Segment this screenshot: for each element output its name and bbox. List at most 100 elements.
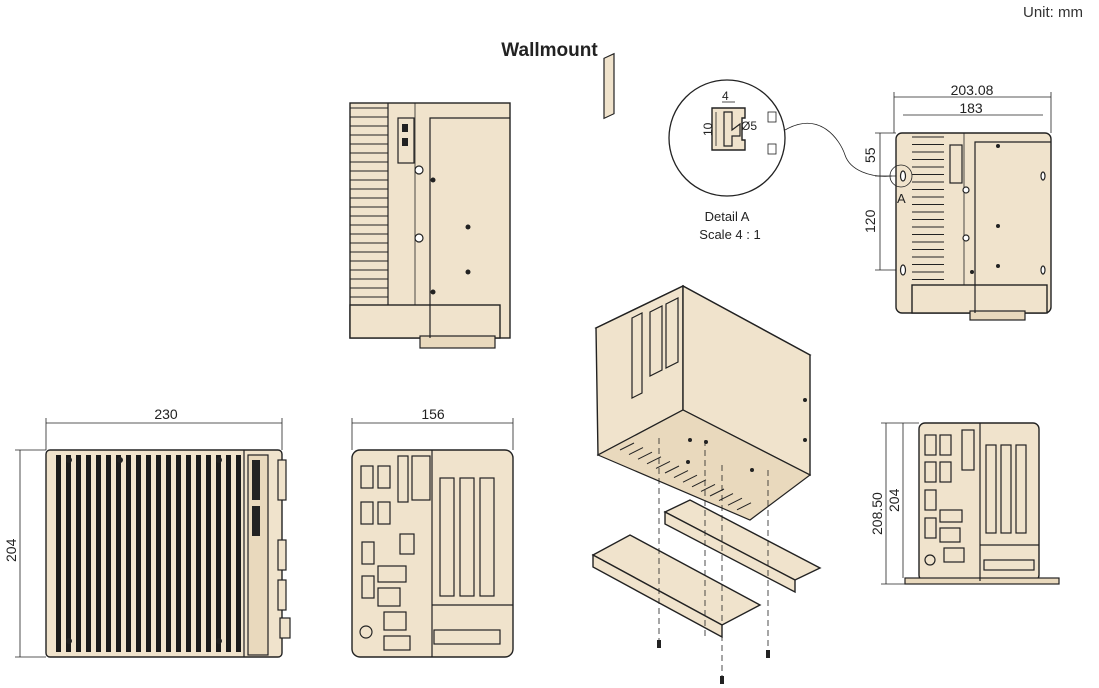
right-view-slot [899, 264, 907, 276]
side-view-screw [430, 177, 436, 183]
front-view-power [359, 625, 373, 639]
front-view-port [361, 575, 375, 599]
heatsink-fin [186, 455, 191, 652]
rear-view-bracket [904, 577, 1060, 585]
heatsink-fin [216, 455, 221, 652]
top-view-side-port [277, 579, 287, 611]
iso-heatsink-fins [619, 442, 752, 511]
heatsink-fin [226, 455, 231, 652]
rear-view-lan [943, 547, 965, 563]
right-view-foot [969, 310, 1026, 321]
front-view-usb [383, 635, 411, 651]
rear-view-slot [1015, 444, 1027, 534]
heatsink-fin [176, 455, 181, 652]
front-view-expansion-slot [439, 477, 455, 597]
detail-a-scale: Scale 4 : 1 [699, 227, 760, 242]
top-view-heatsink-fins [56, 455, 241, 652]
iso-screw [803, 438, 807, 442]
heatsink-fin [196, 455, 201, 652]
heatsink-fin [156, 455, 161, 652]
detail-a-dim-slot-width: 4 [722, 89, 729, 103]
heatsink-fin [66, 455, 71, 652]
heatsink-fin [166, 455, 171, 652]
right-view-hole [962, 186, 970, 194]
heatsink-fin [655, 460, 671, 469]
heatsink-fin [96, 455, 101, 652]
heatsink-fin [146, 455, 151, 652]
heatsink-fin [736, 502, 752, 511]
top-view-model-mark [252, 506, 260, 536]
top-view-dim-height: 204 [3, 538, 19, 562]
isometric-view [591, 52, 822, 684]
iso-port-column [603, 52, 615, 120]
right-view-slot [1040, 171, 1046, 181]
right-view-slot [899, 170, 907, 182]
iso-screw [766, 650, 770, 658]
dim-overall-width: 203.08 [951, 82, 994, 98]
rear-view-dim-overall: 208.50 [869, 492, 885, 535]
detail-a-marker: A [897, 191, 906, 206]
heatsink-fin [206, 455, 211, 652]
rear-view-lan [939, 527, 961, 543]
dim-lower: 120 [862, 209, 878, 233]
side-view-right: A 203.08 183 55 120 [862, 82, 1052, 321]
iso-screw [686, 460, 690, 464]
heatsink-fin [126, 455, 131, 652]
heatsink-fin [718, 493, 734, 502]
top-view-body [45, 449, 283, 658]
side-view-mount-hole [414, 165, 424, 175]
detail-a-dim-slot-height: 10 [701, 122, 715, 136]
dim-upper: 55 [862, 147, 878, 163]
iso-connector [631, 312, 643, 399]
heatsink-fin [673, 470, 689, 479]
detail-a-caption: Detail A [705, 209, 750, 224]
heatsink-fin [76, 455, 81, 652]
rear-view-slot [1000, 444, 1012, 534]
heatsink-fin [136, 455, 141, 652]
rear-view-port [924, 461, 937, 483]
heatsink-fin [700, 483, 716, 492]
heatsink-fin [56, 455, 61, 652]
right-view-slot [1040, 265, 1046, 275]
dim-inner-width: 183 [959, 100, 983, 116]
side-view-base [349, 304, 501, 339]
top-view: 230 204 [3, 406, 291, 658]
detail-a-keyhole [723, 111, 741, 147]
front-view-vertical-connector [397, 455, 409, 503]
right-view-base [911, 284, 1048, 314]
front-view-port [377, 501, 391, 525]
rear-view-port [939, 461, 952, 483]
side-view-inner-panel [429, 117, 510, 338]
side-view-mount-hole [414, 233, 424, 243]
front-view-expansion-slot [479, 477, 495, 597]
iso-slot [665, 297, 679, 369]
top-view-side-port [279, 617, 291, 639]
side-view-screw [465, 224, 471, 230]
iso-screw [688, 438, 692, 442]
heatsink-fin [637, 451, 653, 460]
heatsink-fin [236, 455, 241, 652]
side-view-foot [419, 335, 496, 349]
right-view-screw [996, 144, 1000, 148]
iso-screw [657, 640, 661, 648]
heatsink-fin [628, 447, 644, 456]
heatsink-fin [619, 442, 635, 451]
rear-view-dim-body: 204 [886, 488, 902, 512]
iso-bracket-top-edge [664, 510, 796, 594]
top-view-side-port [277, 539, 287, 571]
rear-view-bottom-slot [983, 559, 1035, 571]
iso-screw [803, 398, 807, 402]
side-view-connector-pin [402, 124, 408, 132]
rear-view-header [961, 429, 975, 471]
detail-a-bracket [711, 107, 746, 151]
front-view-port [360, 465, 374, 489]
rear-view-slot [985, 444, 997, 534]
top-view-screw [216, 457, 222, 463]
detail-a-leader [784, 123, 893, 177]
side-view-screw [465, 269, 471, 275]
rear-view-port [924, 434, 937, 456]
front-view-bottom-slot [433, 629, 501, 645]
heatsink-fin [727, 497, 743, 506]
front-view-header [411, 455, 431, 501]
